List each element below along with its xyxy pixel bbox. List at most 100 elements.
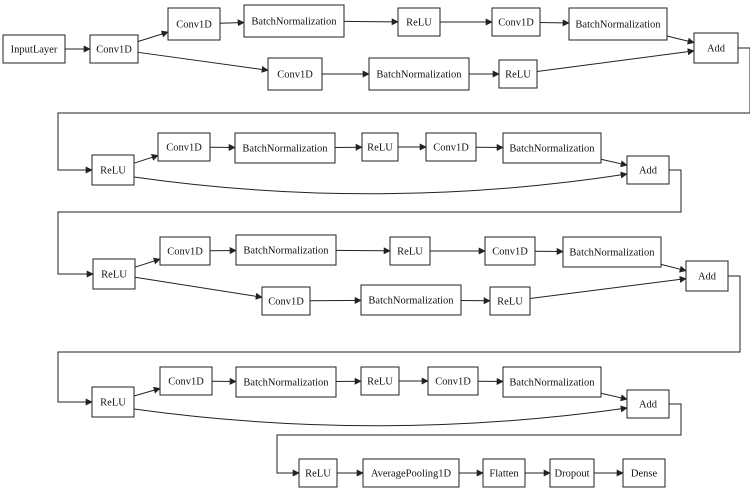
node-relu: ReLU [397, 7, 441, 37]
node-box [482, 458, 526, 488]
node-label: BatchNormalization [368, 296, 454, 307]
node-box [427, 366, 479, 396]
edge-n29-to-n35 [133, 405, 628, 427]
node-label: BatchNormalization [242, 144, 328, 155]
node-relu: ReLU [489, 286, 531, 316]
node-box [425, 132, 477, 162]
node-label: BatchNormalization [376, 70, 462, 81]
node-box [159, 236, 211, 266]
node-box [159, 366, 213, 396]
edge-n11-to-n8 [536, 48, 695, 73]
node-box [502, 132, 602, 164]
node-label: Dense [631, 469, 658, 480]
edge-n17-to-n18 [600, 158, 628, 168]
node-relu: ReLU [498, 59, 538, 89]
node-box [157, 132, 211, 162]
node-label: BatchNormalization [509, 144, 595, 155]
node-box [397, 7, 441, 37]
node-label: Conv1D [166, 143, 202, 154]
node-relu: ReLU [389, 236, 431, 266]
node-batchnormalization: BatchNormalization [243, 4, 345, 38]
node-label: Conv1D [167, 247, 203, 258]
node-batchnormalization: BatchNormalization [568, 7, 668, 41]
node-box [484, 236, 536, 266]
node-batchnormalization: BatchNormalization [368, 57, 470, 91]
node-add: Add [626, 155, 670, 185]
node-label: Add [639, 166, 658, 177]
node-box [235, 366, 337, 398]
node-conv1d: Conv1D [491, 7, 541, 37]
node-conv1d: Conv1D [267, 57, 323, 91]
node-label: Conv1D [176, 20, 212, 31]
node-box [685, 260, 729, 292]
node-label: Add [707, 44, 726, 55]
node-label: Conv1D [268, 297, 304, 308]
node-label: AveragePooling1D [371, 469, 452, 480]
node-batchnormalization: BatchNormalization [234, 132, 336, 164]
node-label: BatchNormalization [509, 378, 595, 389]
node-conv1d: Conv1D [89, 34, 139, 64]
node-add: Add [626, 389, 670, 419]
node-box [89, 34, 139, 64]
node-box [243, 4, 345, 38]
node-label: ReLU [305, 469, 331, 480]
edge-n19-to-n20 [134, 257, 161, 268]
node-box [568, 7, 668, 41]
node-box [361, 132, 399, 162]
edge-n34-to-n35 [600, 392, 628, 402]
node-label: Conv1D [168, 377, 204, 388]
edge-n25-to-n29 [57, 275, 741, 406]
node-label: BatchNormalization [251, 17, 337, 28]
node-box [267, 57, 323, 91]
node-box [234, 132, 336, 164]
node-label: BatchNormalization [243, 378, 329, 389]
node-add: Add [693, 32, 739, 64]
node-box [562, 236, 662, 268]
node-inputlayer: InputLayer [2, 34, 66, 64]
node-conv1d: Conv1D [261, 286, 311, 316]
edge-n12-to-n18 [133, 171, 628, 195]
node-label: Conv1D [435, 377, 471, 388]
node-label: ReLU [397, 247, 423, 258]
node-label: ReLU [100, 166, 126, 177]
edge-n8-to-n12 [57, 47, 750, 174]
node-label: Conv1D [498, 18, 534, 29]
node-label: ReLU [101, 270, 127, 281]
node-label: BatchNormalization [243, 246, 329, 257]
node-box [622, 458, 666, 488]
node-conv1d: Conv1D [484, 236, 536, 266]
node-box [298, 458, 338, 488]
node-relu: ReLU [360, 366, 400, 396]
node-label: Conv1D [96, 45, 132, 56]
node-box [491, 7, 541, 37]
node-dense: Dense [622, 458, 666, 488]
node-box [261, 286, 311, 316]
node-label: Flatten [489, 469, 519, 480]
edge-n28-to-n25 [529, 275, 687, 299]
node-box [549, 458, 595, 488]
node-box [92, 258, 136, 290]
node-conv1d: Conv1D [427, 366, 479, 396]
edge-n6-to-n7 [539, 19, 570, 27]
edge-n19-to-n26 [134, 276, 263, 300]
node-box [693, 32, 739, 64]
node-label: ReLU [367, 377, 393, 388]
node-dropout: Dropout [549, 458, 595, 488]
node-flatten: Flatten [482, 458, 526, 488]
edge-n2-to-n3 [137, 30, 169, 42]
edge-n29-to-n30 [133, 386, 161, 397]
edge-n12-to-n13 [133, 154, 159, 164]
node-box [91, 154, 135, 186]
node-label: ReLU [406, 18, 432, 29]
node-relu: ReLU [91, 386, 135, 418]
node-conv1d: Conv1D [167, 7, 221, 41]
node-label: Add [698, 272, 717, 283]
node-box [360, 284, 462, 316]
node-relu: ReLU [92, 258, 136, 290]
node-label: Add [639, 400, 658, 411]
node-box [626, 389, 670, 419]
edge-n35-to-n36 [276, 403, 682, 477]
node-box [2, 34, 66, 64]
node-conv1d: Conv1D [425, 132, 477, 162]
